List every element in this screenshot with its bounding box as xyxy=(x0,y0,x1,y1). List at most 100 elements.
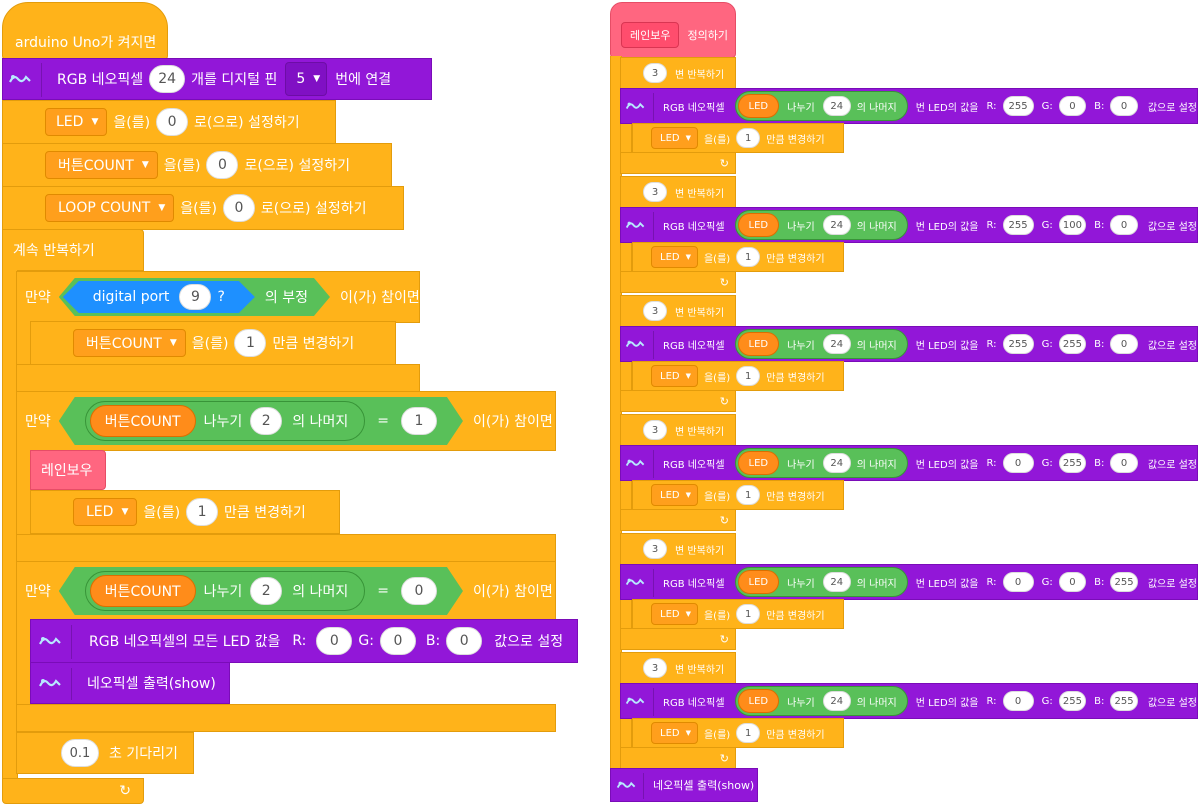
r-input[interactable]: 0 xyxy=(1002,453,1034,473)
rainbow-call-block[interactable]: 레인보우 xyxy=(30,450,106,490)
set-led-block[interactable]: LED▼ 을(를) 0 로(으로) 설정하기 xyxy=(2,100,336,144)
port-number-input[interactable]: 9 xyxy=(179,284,211,310)
divisor-input[interactable]: 2 xyxy=(250,577,282,605)
change-led-block[interactable]: LED▼ 을(를) 1 만큼 변경하기 xyxy=(30,490,340,534)
mod-operator[interactable]: LED 나누기 24 의 나머지 xyxy=(734,686,908,716)
repeat-count-input[interactable]: 3 xyxy=(643,658,667,678)
b-input[interactable]: 0 xyxy=(1110,453,1138,473)
pin-dropdown[interactable]: 5▼ xyxy=(285,62,328,96)
divisor-input[interactable]: 24 xyxy=(822,572,851,592)
mod-operator[interactable]: LED 나누기 24 의 나머지 xyxy=(734,91,908,121)
rainbow-define-block[interactable]: 레인보우 정의하기 xyxy=(610,2,736,58)
neopixel-show-block[interactable]: 네오픽셀 출력(show) xyxy=(610,768,758,802)
change-value-input[interactable]: 1 xyxy=(736,247,761,267)
equals-operator[interactable]: 버튼COUNT 나누기 2 의 나머지 = 1 xyxy=(59,397,463,445)
change-led-block[interactable]: LED▼ 을(를) 1 만큼 변경하기 xyxy=(632,718,844,748)
repeat-block[interactable]: 3 변 반복하기 xyxy=(620,533,736,565)
g-input[interactable]: 100 xyxy=(1058,215,1087,235)
change-value-input[interactable]: 1 xyxy=(736,485,761,505)
repeat-count-input[interactable]: 3 xyxy=(643,420,667,440)
r-input[interactable]: 0 xyxy=(1002,572,1034,592)
compare-value-input[interactable]: 1 xyxy=(401,407,437,435)
var-reporter[interactable]: LED xyxy=(737,570,780,594)
set-loop-count-block[interactable]: LOOP COUNT▼ 을(를) 0 로(으로) 설정하기 xyxy=(2,186,404,230)
set-value-input[interactable]: 0 xyxy=(222,194,255,222)
b-input[interactable]: 255 xyxy=(1110,572,1138,592)
change-led-block[interactable]: LED▼ 을(를) 1 만큼 변경하기 xyxy=(632,242,844,272)
change-value-input[interactable]: 1 xyxy=(736,723,761,743)
divisor-input[interactable]: 24 xyxy=(822,453,851,473)
mod-operator[interactable]: 버튼COUNT 나누기 2 의 나머지 xyxy=(85,401,365,441)
g-input[interactable]: 255 xyxy=(1058,334,1087,354)
change-value-input[interactable]: 1 xyxy=(736,604,761,624)
b-input[interactable]: 0 xyxy=(446,627,483,655)
forever-block[interactable]: 계속 반복하기 xyxy=(2,229,144,271)
neopixel-show-block[interactable]: 네오픽셀 출력(show) xyxy=(30,662,230,704)
change-led-block[interactable]: LED▼ 을(를) 1 만큼 변경하기 xyxy=(632,361,844,391)
var-dropdown-led[interactable]: LED▼ xyxy=(73,498,138,526)
mod-operator[interactable]: LED 나누기 24 의 나머지 xyxy=(734,448,908,478)
g-input[interactable]: 0 xyxy=(1058,96,1087,116)
b-input[interactable]: 0 xyxy=(1110,334,1138,354)
b-input[interactable]: 0 xyxy=(1110,215,1138,235)
b-input[interactable]: 255 xyxy=(1110,691,1138,711)
var-reporter[interactable]: 버튼COUNT xyxy=(90,575,196,607)
neopixel-init-block[interactable]: RGB 네오픽셀 24 개를 디지털 핀 5▼ 번에 연결 xyxy=(2,58,432,100)
change-value-input[interactable]: 1 xyxy=(736,128,761,148)
digital-port-sensor[interactable]: digital port 9 ? xyxy=(63,281,255,313)
not-operator[interactable]: digital port 9 ? 의 부정 xyxy=(59,278,330,316)
set-pixel-color-block[interactable]: RGB 네오픽셀 LED 나누기 24 의 나머지 번 LED의 값을 R: 0… xyxy=(620,564,1198,600)
repeat-block[interactable]: 3 변 반복하기 xyxy=(620,57,736,89)
change-value-input[interactable]: 1 xyxy=(736,366,761,386)
repeat-block[interactable]: 3 변 반복하기 xyxy=(620,295,736,327)
var-dropdown-led[interactable]: LED▼ xyxy=(651,603,698,625)
set-button-count-block[interactable]: 버튼COUNT▼ 을(를) 0 로(으로) 설정하기 xyxy=(2,143,392,187)
change-led-block[interactable]: LED▼ 을(를) 1 만큼 변경하기 xyxy=(632,599,844,629)
r-input[interactable]: 0 xyxy=(316,627,353,655)
arduino-start-hat-block[interactable]: arduino Uno가 켜지면 xyxy=(2,2,168,60)
var-reporter[interactable]: LED xyxy=(737,213,780,237)
compare-value-input[interactable]: 0 xyxy=(401,577,437,605)
r-input[interactable]: 255 xyxy=(1002,96,1034,116)
var-reporter[interactable]: LED xyxy=(737,332,780,356)
if-block-1[interactable]: 만약 digital port 9 ? 의 부정 이(가) 참이면 xyxy=(16,271,420,323)
g-input[interactable]: 0 xyxy=(379,627,416,655)
var-dropdown-led[interactable]: LED▼ xyxy=(651,722,698,744)
repeat-count-input[interactable]: 3 xyxy=(643,63,667,83)
b-input[interactable]: 0 xyxy=(1110,96,1138,116)
mod-operator[interactable]: LED 나누기 24 의 나머지 xyxy=(734,210,908,240)
change-led-block[interactable]: LED▼ 을(를) 1 만큼 변경하기 xyxy=(632,480,844,510)
var-dropdown-led[interactable]: LED▼ xyxy=(651,127,698,149)
repeat-count-input[interactable]: 3 xyxy=(643,539,667,559)
set-pixel-color-block[interactable]: RGB 네오픽셀 LED 나누기 24 의 나머지 번 LED의 값을 R: 0… xyxy=(620,683,1198,719)
var-reporter[interactable]: LED xyxy=(737,94,780,118)
set-value-input[interactable]: 0 xyxy=(206,151,239,179)
divisor-input[interactable]: 24 xyxy=(822,334,851,354)
set-pixel-color-block[interactable]: RGB 네오픽셀 LED 나누기 24 의 나머지 번 LED의 값을 R: 2… xyxy=(620,326,1198,362)
wait-seconds-input[interactable]: 0.1 xyxy=(61,739,99,767)
var-dropdown-button-count[interactable]: 버튼COUNT▼ xyxy=(45,151,158,179)
repeat-count-input[interactable]: 3 xyxy=(643,301,667,321)
change-value-input[interactable]: 1 xyxy=(186,498,219,526)
var-dropdown-button-count[interactable]: 버튼COUNT▼ xyxy=(73,329,186,357)
equals-operator[interactable]: 버튼COUNT 나누기 2 의 나머지 = 0 xyxy=(59,567,463,615)
set-all-leds-block[interactable]: RGB 네오픽셀의 모든 LED 값을 R: 0 G: 0 B: 0 값으로 설… xyxy=(30,619,578,663)
set-pixel-color-block[interactable]: RGB 네오픽셀 LED 나누기 24 의 나머지 번 LED의 값을 R: 2… xyxy=(620,207,1198,243)
led-count-input[interactable]: 24 xyxy=(149,65,186,93)
repeat-count-input[interactable]: 3 xyxy=(643,182,667,202)
mod-operator[interactable]: LED 나누기 24 의 나머지 xyxy=(734,567,908,597)
var-dropdown-led[interactable]: LED▼ xyxy=(45,108,108,136)
wait-block[interactable]: 0.1 초 기다리기 xyxy=(16,732,194,774)
mod-operator[interactable]: 버튼COUNT 나누기 2 의 나머지 xyxy=(85,571,365,611)
divisor-input[interactable]: 24 xyxy=(822,215,851,235)
divisor-input[interactable]: 24 xyxy=(822,691,851,711)
set-pixel-color-block[interactable]: RGB 네오픽셀 LED 나누기 24 의 나머지 번 LED의 값을 R: 2… xyxy=(620,88,1198,124)
change-button-count-block[interactable]: 버튼COUNT▼ 을(를) 1 만큼 변경하기 xyxy=(30,321,396,365)
if-block-3[interactable]: 만약 버튼COUNT 나누기 2 의 나머지 = 0 이(가) 참이면 xyxy=(16,561,556,621)
var-dropdown-led[interactable]: LED▼ xyxy=(651,365,698,387)
divisor-input[interactable]: 2 xyxy=(250,407,282,435)
divisor-input[interactable]: 24 xyxy=(822,96,851,116)
r-input[interactable]: 255 xyxy=(1002,215,1034,235)
if-block-2[interactable]: 만약 버튼COUNT 나누기 2 의 나머지 = 1 이(가) 참이면 xyxy=(16,391,556,451)
r-input[interactable]: 255 xyxy=(1002,334,1034,354)
